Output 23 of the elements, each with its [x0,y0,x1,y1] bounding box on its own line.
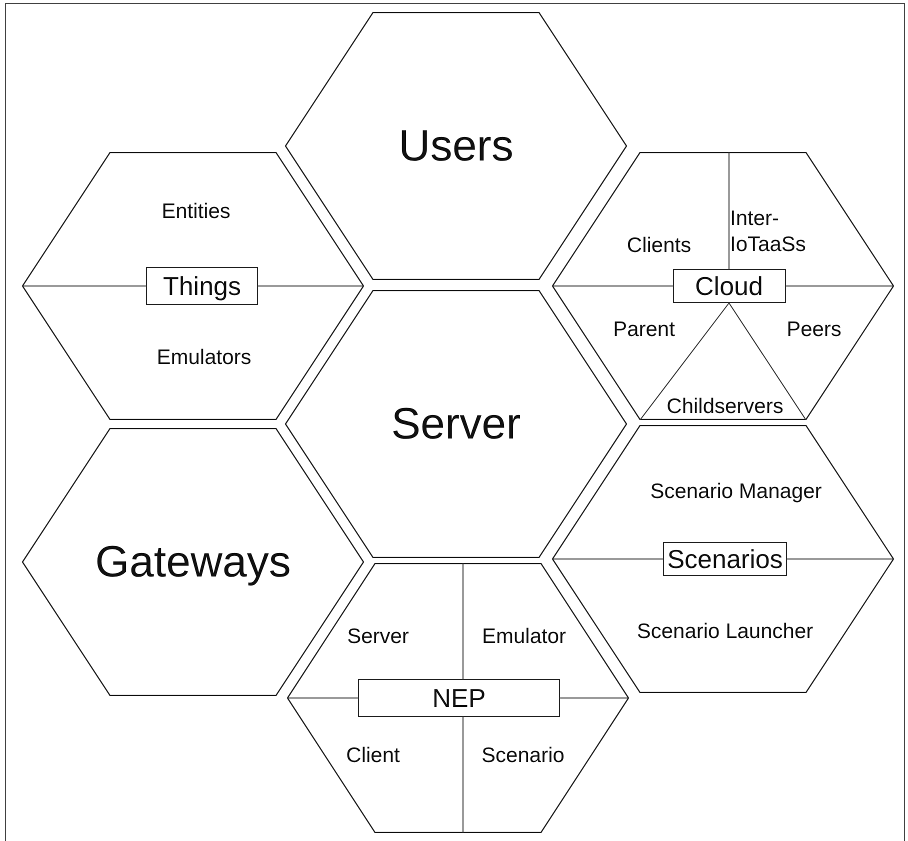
section-label: Server [347,624,409,650]
section-label: Parent [613,316,675,343]
hexagon-title: Server [391,398,521,450]
section-label: Entities [162,198,230,225]
hexagon [285,12,627,280]
section-label: Emulators [156,344,252,371]
label-box: Cloud [672,269,786,303]
label-box: Things [146,267,258,305]
section-label: Childservers [666,394,784,420]
section-label: Client [346,742,400,769]
hexagon [552,152,894,420]
hexagon [22,152,364,420]
section-label: Emulator [482,624,566,650]
label-box: NEP [358,679,560,717]
label-box: Scenarios [663,542,787,576]
section-label: Scenario Launcher [636,618,814,645]
section-label: Peers [786,316,842,343]
section-label: Clients [626,232,692,259]
hexagon-title: Users [398,120,514,172]
section-label: Scenario [482,742,564,769]
section-label: Inter-IoTaaSs [730,206,807,258]
section-label: Scenario Manager [650,478,822,505]
hexagon-title: Gateways [95,536,291,588]
